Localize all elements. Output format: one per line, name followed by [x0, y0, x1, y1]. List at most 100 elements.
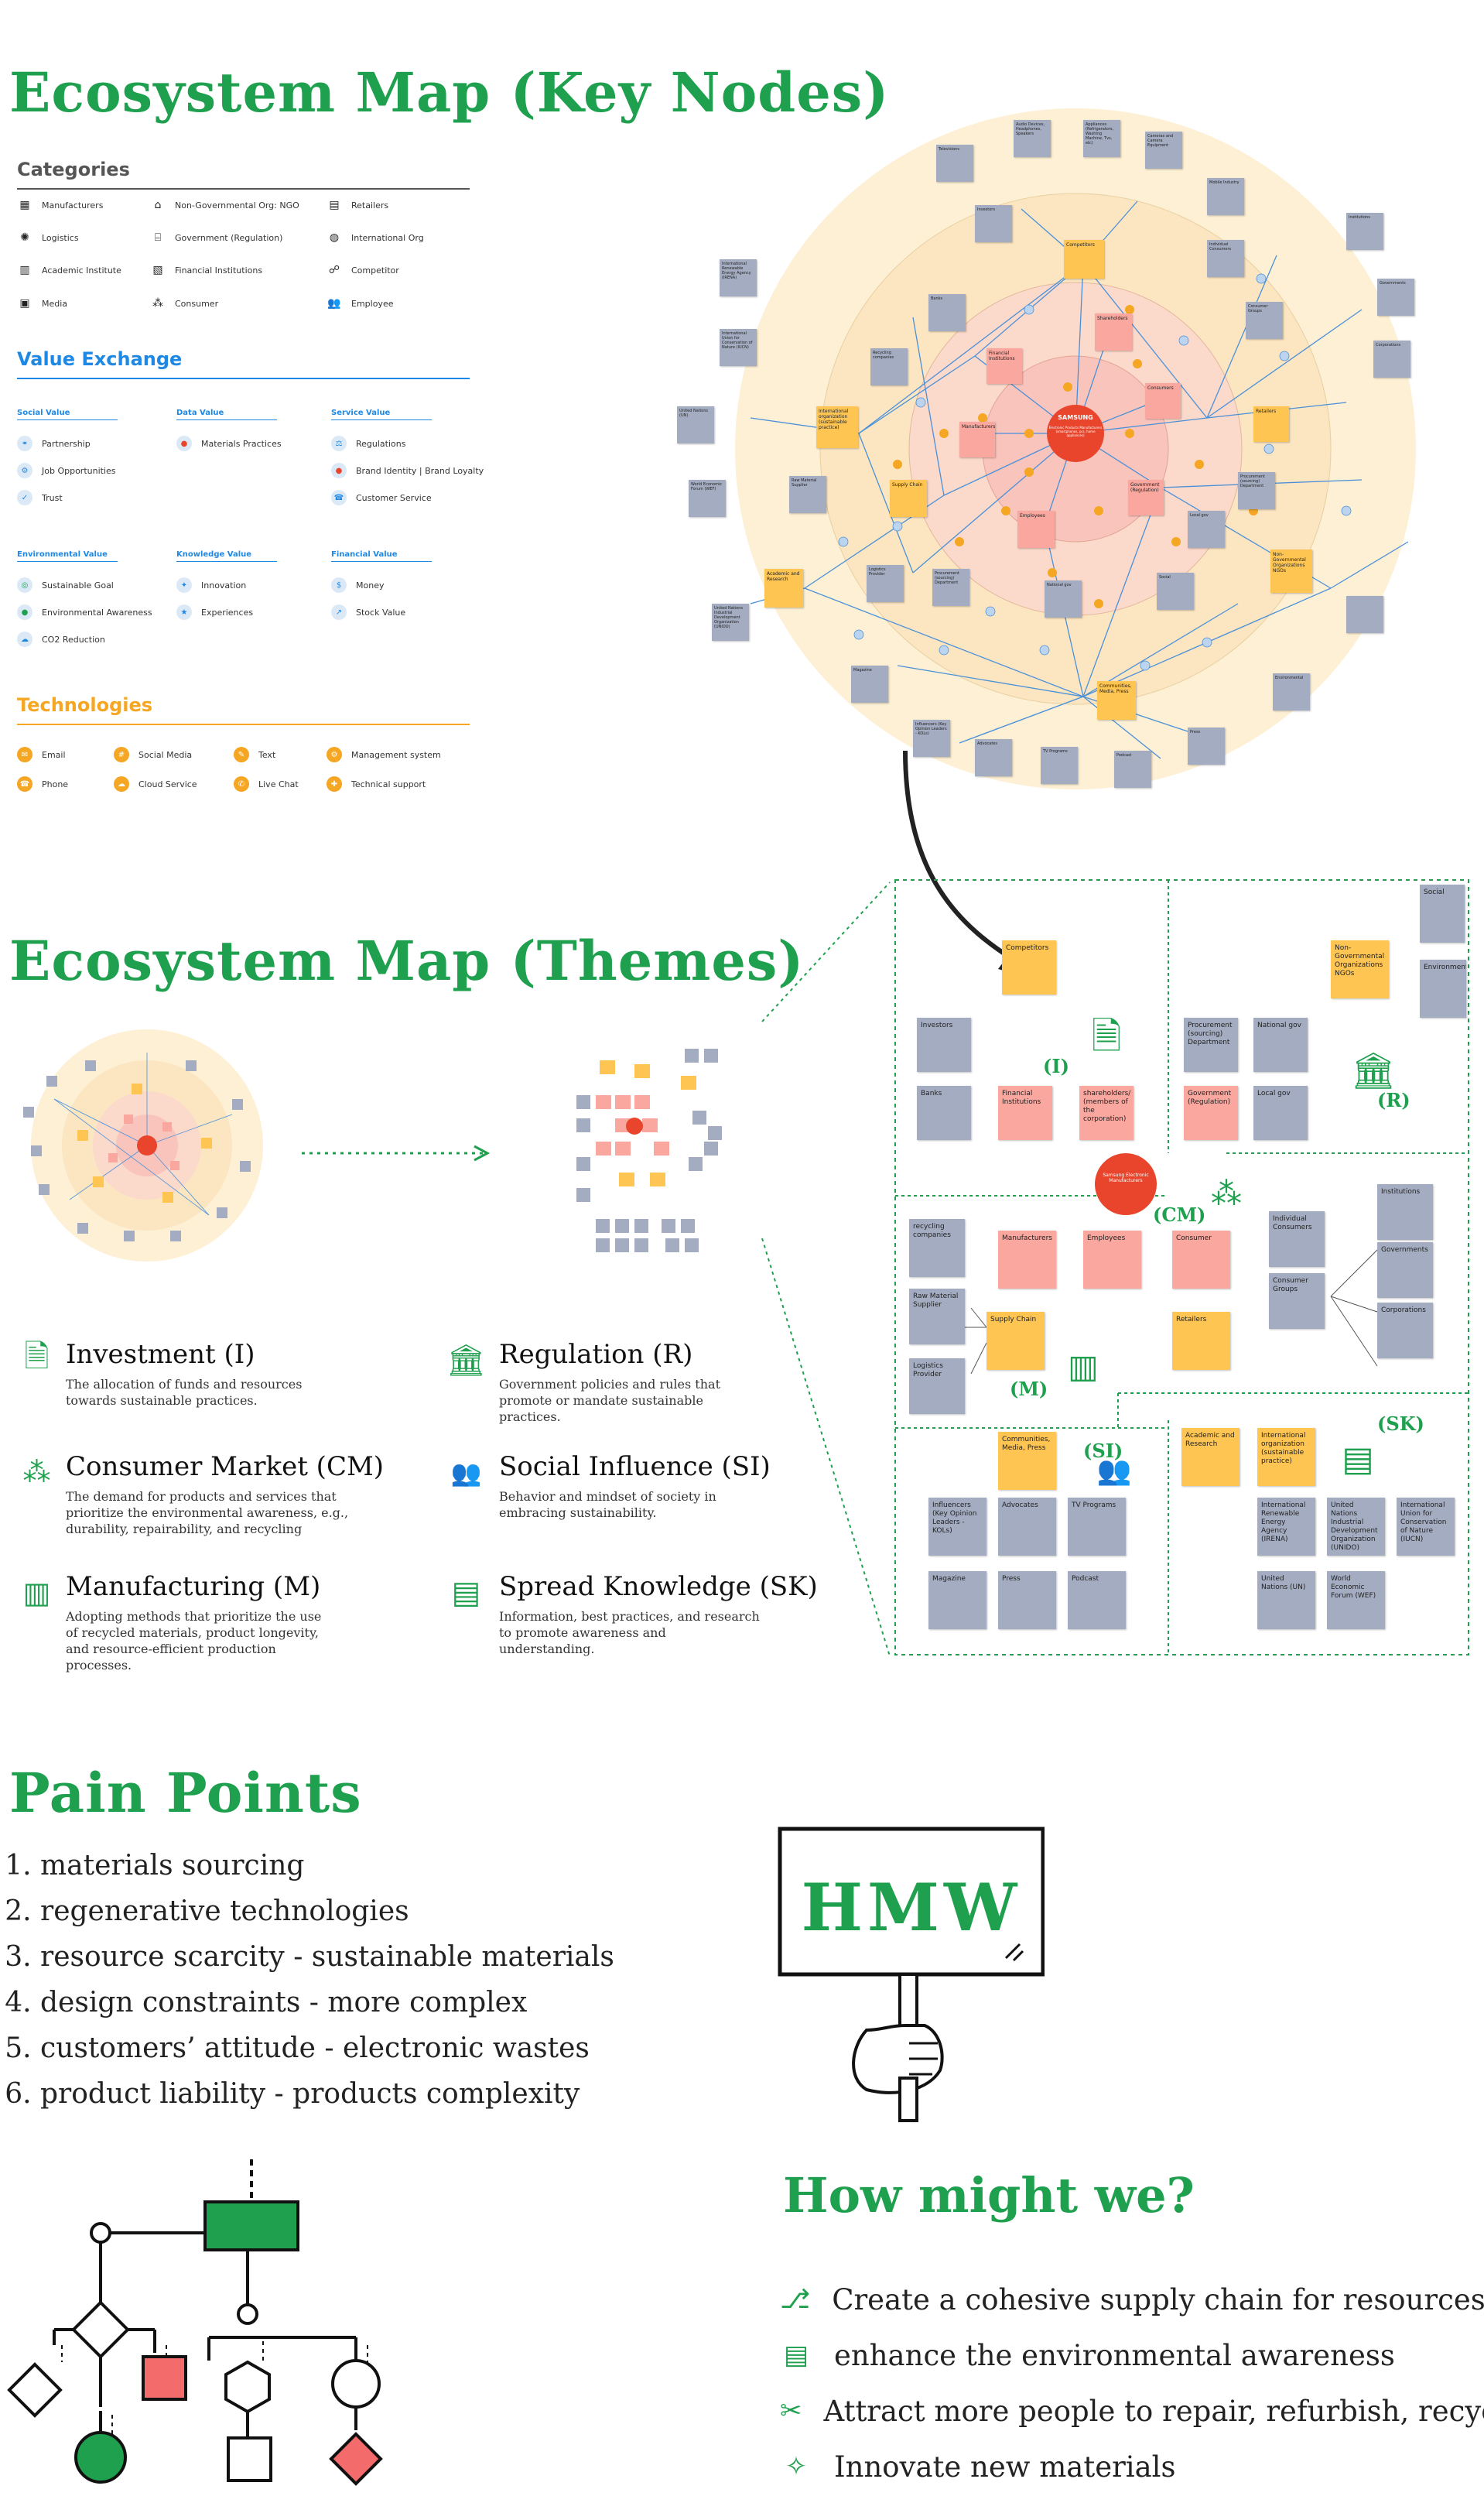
value-group-knowledge: Knowledge Value ✦Innovation ★Experiences [176, 550, 277, 620]
map-note: Banks [928, 294, 966, 331]
tech-social-media: #Social Media [114, 747, 192, 762]
regulations-icon: ⚖ [331, 436, 347, 451]
goal-icon: ◎ [17, 577, 32, 593]
board-national-gov: National gov [1253, 1018, 1308, 1072]
page-title-themes: Ecosystem Map (Themes) [9, 929, 805, 993]
materials-icon: ● [176, 436, 192, 451]
value-exchange-divider [17, 378, 470, 379]
tech-text: ✎Text [234, 747, 275, 762]
investment-icon: 🗎 [24, 1338, 50, 1375]
map-node-supply-chain: Supply Chain [890, 480, 927, 517]
map-note: United Nations (UN) [677, 406, 714, 443]
manufacturing-icon: ▥ [1068, 1347, 1099, 1385]
map-node-manufacturers: Manufacturers [959, 422, 995, 457]
experiences-icon: ★ [176, 604, 192, 620]
board-financial: Financial Institutions [998, 1086, 1052, 1140]
pain-point-item: customers’ attitude - electronic wastes [40, 2032, 737, 2064]
hmw-item: ▤enhance the environmental awareness [780, 2327, 1476, 2383]
theme-social-influence: 👥 Social Influence (SI) Behavior and min… [445, 1451, 785, 1521]
tag-investment: (I) [1043, 1055, 1069, 1077]
board-wef: World Economic Forum (WEF) [1327, 1571, 1385, 1629]
document-icon: ▤ [783, 2340, 809, 2371]
board-un: United Nations (UN) [1257, 1571, 1315, 1629]
theme-manufacturing: ▥ Manufacturing (M) Adopting methods tha… [15, 1571, 402, 1673]
map-note: Raw Material Supplier [789, 476, 826, 513]
board-banks: Banks [917, 1086, 971, 1140]
media-icon: ▣ [19, 297, 30, 310]
legend-financial: ▧Financial Institutions [150, 262, 262, 278]
brand-icon: ● [331, 463, 347, 478]
board-ngo: Non-Governmental Organizations NGOs [1331, 940, 1389, 998]
map-note: Individual Consumers [1207, 240, 1244, 277]
board-social: Social [1420, 885, 1465, 943]
factory-icon: ▦ [19, 199, 30, 211]
map-note: Local gov [1188, 511, 1225, 548]
map-note: Cameras and Camera Equipment [1145, 132, 1182, 169]
map-note: TV Programs [1041, 747, 1078, 784]
categories-divider [17, 188, 470, 190]
awareness-icon: ● [17, 604, 32, 620]
government-icon: ⌸ [154, 231, 162, 244]
hmw-item: ⎇Create a cohesive supply chain for reso… [780, 2282, 1484, 2316]
pain-point-item: regenerative technologies [40, 1895, 737, 1927]
pain-point-item: design constraints - more complex [40, 1987, 737, 2018]
map-note: United Nations Industrial Development Or… [712, 604, 749, 641]
social-influence-icon: 👥 [1096, 1455, 1132, 1487]
map-note: Press [1188, 728, 1225, 765]
flowchart-illustration [7, 2159, 383, 2486]
map-background [735, 108, 1416, 789]
spread-knowledge-icon: ▤ [1342, 1439, 1374, 1479]
map-note: Procurement (sourcing) Department [932, 569, 969, 606]
board-consumer-groups: Consumer Groups [1269, 1273, 1325, 1329]
text-icon: ✎ [234, 747, 249, 762]
cloud-icon: ☁ [114, 776, 129, 792]
consumer-icon: ⁂ [152, 297, 163, 310]
board-environmental: Environmental [1420, 960, 1466, 1018]
tech-live-chat: ✆Live Chat [234, 776, 299, 792]
map-note: Televisions [936, 145, 973, 182]
legend-competitor: ☍Competitor [327, 262, 399, 278]
map-node-media: Communities, Media, Press [1097, 681, 1136, 720]
map-note: Audio Devices, Headphones, Speakers [1014, 120, 1051, 157]
finance-icon: ▧ [152, 264, 163, 276]
map-node-academic: Academic and Research [764, 569, 803, 608]
board-competitors: Competitors [1002, 940, 1056, 995]
ecosystem-map-key-nodes: SAMSUNG Electronic Products Manufacturer… [665, 108, 1455, 805]
tag-consumer-market: (CM) [1153, 1204, 1206, 1226]
board-zones [894, 879, 1469, 1655]
pain-point-item: product liability - products complexity [40, 2078, 737, 2110]
board-investors: Investors [917, 1018, 971, 1072]
map-note: Corporations [1373, 341, 1410, 378]
board-tv: TV Programs [1068, 1498, 1126, 1556]
value-group-environmental: Environmental Value ◎Sustainable Goal ●E… [17, 550, 152, 647]
board-employees: Employees [1083, 1231, 1141, 1289]
tools-icon: ✂ [780, 2395, 802, 2426]
investment-icon: 🗎 [1091, 1014, 1122, 1058]
pain-point-item: resource scarcity - sustainable material… [40, 1941, 737, 1973]
board-government: Government (Regulation) [1184, 1086, 1238, 1140]
board-retailers: Retailers [1172, 1312, 1230, 1370]
spread-knowledge-icon: ▤ [451, 1574, 481, 1611]
board-logistics: Logistics Provider [909, 1358, 965, 1414]
board-recycling: recycling companies [909, 1219, 965, 1277]
map-note: World Economic Forum (WEF) [689, 480, 726, 517]
consumer-market-icon: ⁂ [1211, 1176, 1242, 1212]
money-icon: $ [331, 577, 347, 593]
board-procurement-r: Procurement (sourcing) Department [1184, 1018, 1238, 1072]
dotted-arrow [302, 1145, 491, 1162]
legend-media: ▣Media [17, 296, 67, 311]
legend-logistics: ✺Logistics [17, 230, 78, 245]
map-node-government: Government (Regulation) [1128, 480, 1164, 515]
map-note: Logistics Provider [867, 565, 904, 602]
tech-cloud: ☁Cloud Service [114, 776, 197, 792]
map-node-intl-org: International organization (sustainable … [816, 406, 858, 448]
partnership-icon: ⚭ [17, 436, 32, 451]
map-note: Appliances (Refrigerators, Washing Machi… [1083, 120, 1120, 157]
legend-ngo: ⌂Non-Governmental Org: NGO [150, 197, 299, 213]
board-local-gov: Local gov [1253, 1086, 1308, 1140]
pain-point-item: materials sourcing [40, 1850, 737, 1881]
board-academic: Academic and Research [1181, 1428, 1240, 1486]
map-note: Environmental [1273, 673, 1310, 710]
map-note: Procurement (sourcing) Department [1238, 472, 1275, 509]
map-note: Magazine [851, 666, 888, 703]
